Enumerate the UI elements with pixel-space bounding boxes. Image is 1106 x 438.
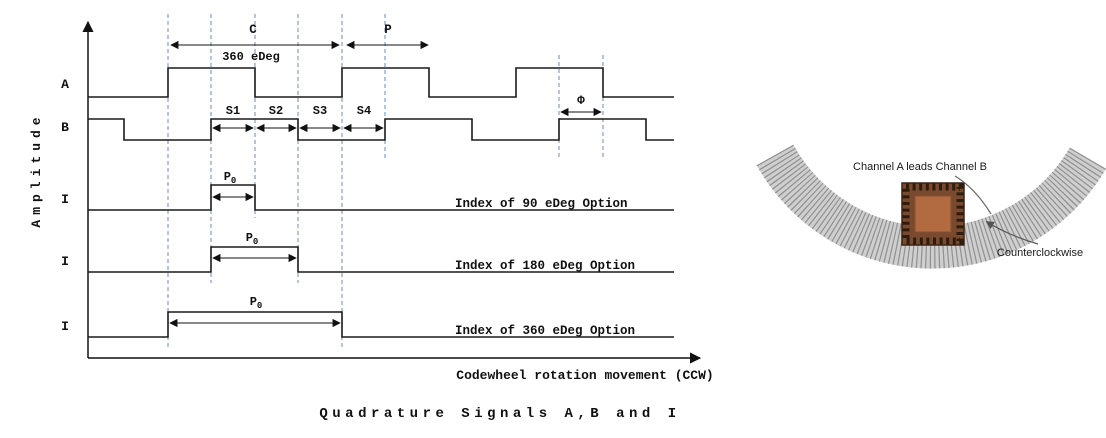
counterclockwise-arrow (985, 221, 1039, 245)
p0-main: P (224, 170, 231, 184)
index-option-360: Index of 360 eDeg Option (455, 324, 635, 338)
measure-p-label: P (384, 23, 392, 37)
index-360-label: I (61, 319, 69, 334)
channel-a-label: A (61, 77, 69, 92)
measure-p0-90-label: P0 (224, 170, 237, 186)
measure-s4-label: S4 (357, 104, 371, 118)
measure-c-note: 360 eDeg (222, 50, 280, 64)
figure-caption: Quadrature Signals A,B and I (319, 406, 680, 422)
p0-main: P (250, 295, 257, 309)
measure-p0-360-label: P0 (250, 295, 263, 311)
p0-main: P (246, 231, 253, 245)
channel-note-label: Channel A leads Channel B (853, 161, 987, 173)
p0-sub: 0 (231, 176, 236, 186)
waveform-channel-b (88, 118, 674, 141)
channel-note-pointer (954, 175, 992, 215)
y-axis-label: Amplitude (29, 112, 44, 227)
measure-phase-label: Φ (577, 94, 585, 108)
index-180-label: I (61, 254, 69, 269)
p0-sub: 0 (257, 301, 262, 311)
codewheel-illustration: Channel A leads Channel B Counterclockwi… (756, 144, 1106, 269)
timing-diagram: Amplitude A B I I I C 360 eDeg P S1 S2 S… (29, 14, 714, 422)
p0-sub: 0 (253, 237, 258, 247)
waveform-index-360 (88, 311, 674, 338)
waveform-index-90 (88, 184, 674, 211)
cycle-guide-lines (167, 14, 604, 348)
measure-c-label: C (249, 23, 257, 37)
direction-label: Counterclockwise (997, 247, 1083, 259)
chip-pins (902, 183, 964, 245)
x-axis-label: Codewheel rotation movement (CCW) (456, 368, 713, 383)
codewheel-slats (756, 144, 1106, 269)
index-option-90: Index of 90 eDeg Option (455, 197, 628, 211)
waveform-index-180 (88, 246, 674, 273)
axes (82, 20, 702, 364)
chip-die (914, 195, 952, 233)
measure-s1-label: S1 (226, 104, 240, 118)
measure-s2-label: S2 (269, 104, 283, 118)
measure-s3-label: S3 (313, 104, 327, 118)
index-option-180: Index of 180 eDeg Option (455, 259, 635, 273)
waveform-channel-a (88, 67, 674, 98)
encoder-chip (901, 182, 965, 246)
measure-p0-180-label: P0 (246, 231, 259, 247)
index-90-label: I (61, 192, 69, 207)
channel-b-label: B (61, 120, 69, 135)
